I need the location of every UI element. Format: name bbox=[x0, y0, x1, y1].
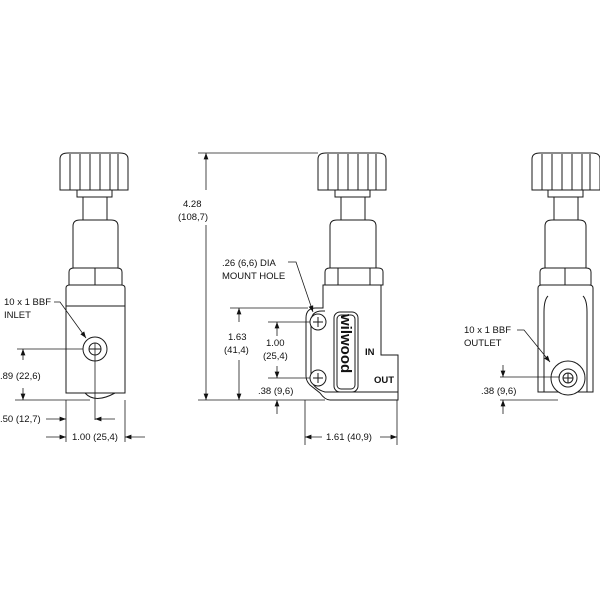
outlet-label-2: OUTLET bbox=[464, 338, 502, 349]
mount-hole-label: .26 (6,6) DIA bbox=[222, 258, 277, 269]
dim-hole-bottom: .38 (9,6) bbox=[258, 386, 293, 397]
dim-total-height-mm: (108,7) bbox=[178, 212, 208, 223]
adjuster-knob bbox=[317, 152, 387, 191]
dim-hole-spacing-mm: (25,4) bbox=[263, 351, 288, 362]
hex-nut bbox=[324, 267, 384, 286]
dim-plate-height-mm: (41,4) bbox=[224, 345, 249, 356]
dim-total-height: 4.28 bbox=[183, 199, 202, 210]
label-in: IN bbox=[365, 347, 375, 358]
mount-hole-label-2: MOUNT HOLE bbox=[222, 271, 285, 282]
dim-width: 1.61 (40,9) bbox=[326, 432, 372, 443]
wilwood-logo: wilwood bbox=[337, 313, 354, 373]
dim-port-offset: .50 (12,7) bbox=[0, 414, 41, 425]
adjuster-knob bbox=[531, 152, 600, 191]
dim-port-height: .89 (22,6) bbox=[0, 371, 41, 382]
dim-width: 1.00 (25,4) bbox=[72, 432, 118, 443]
dim-port-height: .38 (9,6) bbox=[481, 386, 516, 397]
outlet-label: 10 x 1 BBF bbox=[464, 325, 511, 336]
dim-plate-height: 1.63 bbox=[228, 332, 247, 343]
right-view-outlet: 10 x 1 BBF OUTLET .38 (9,6) bbox=[464, 152, 600, 414]
center-view-front: wilwood IN OUT 4.28 (108,7) .26 (6,6) DI… bbox=[178, 152, 399, 445]
left-view-inlet: 10 x 1 BBF INLET .89 (22,6) .50 (12,7) 1… bbox=[0, 152, 145, 443]
inlet-label-2: INLET bbox=[4, 310, 31, 321]
label-out: OUT bbox=[374, 375, 394, 386]
inlet-label: 10 x 1 BBF bbox=[4, 297, 51, 308]
adjuster-knob bbox=[59, 152, 129, 191]
dim-hole-spacing: 1.00 bbox=[266, 338, 285, 349]
